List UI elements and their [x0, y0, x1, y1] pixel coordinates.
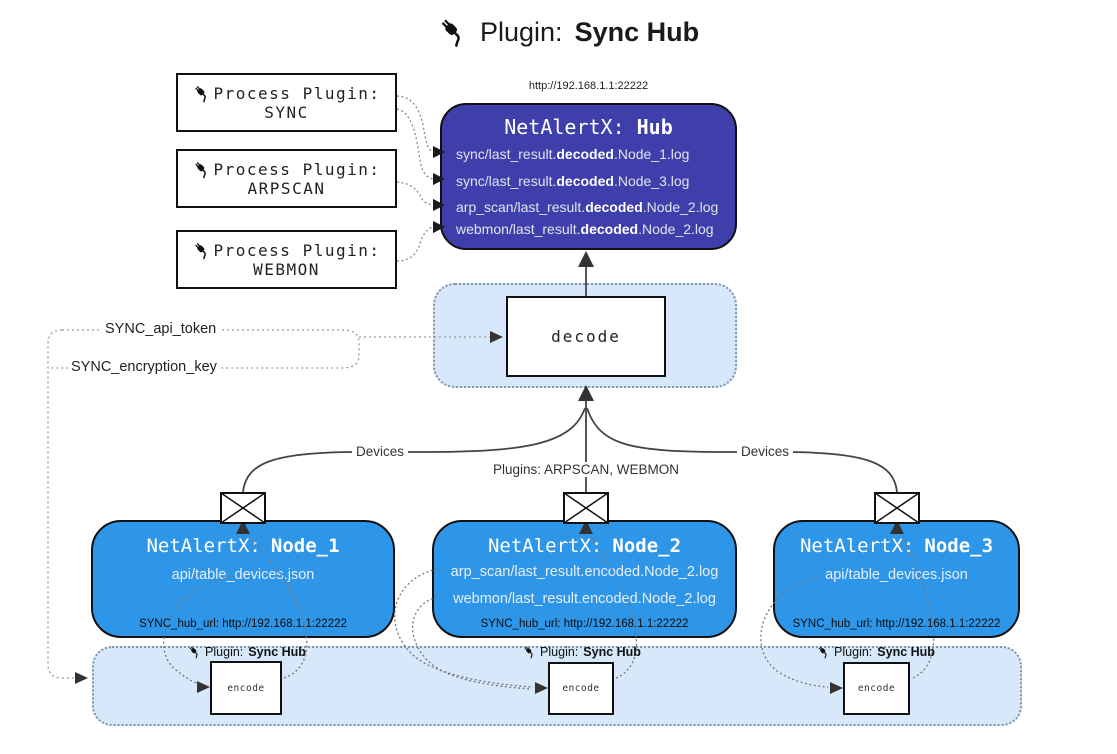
encode-plugin-label: Plugin:Sync Hub [188, 645, 306, 659]
edge-label-devices-left: Devices [351, 444, 409, 459]
token-label-key: SYNC_encryption_key [68, 359, 220, 375]
plugin-to-hub-edges [396, 95, 434, 262]
encode-plugin-label: Plugin:Sync Hub [523, 645, 641, 659]
node-file: arp_scan/last_result.encoded.Node_2.log [450, 564, 719, 580]
process-plugin-name: WEBMON [253, 259, 320, 279]
hub-log-line: arp_scan/last_result.decoded.Node_2.log [456, 199, 719, 215]
node-hub-url: SYNC_hub_url: http://192.168.1.1:22222 [792, 618, 1001, 630]
plug-icon [194, 161, 206, 178]
plug-icon [441, 19, 460, 47]
node-hub-url: SYNC_hub_url: http://192.168.1.1:22222 [480, 618, 689, 630]
process-plugin-box-arpscan: Process Plugin: ARPSCAN [176, 149, 397, 208]
encode-box: encode [548, 662, 614, 715]
plug-icon [818, 646, 827, 659]
envelope-icon [874, 492, 920, 524]
hub-title: NetAlertX:Hub [504, 115, 673, 139]
node-title: NetAlertX:Node_2 [487, 535, 682, 557]
process-plugin-name: SYNC [264, 102, 309, 122]
node-box-node-1: NetAlertX:Node_1 api/table_devices.json … [91, 520, 395, 638]
node-title: NetAlertX:Node_1 [146, 535, 340, 557]
plug-icon [194, 242, 206, 259]
plug-icon [189, 646, 198, 659]
node-file: api/table_devices.json [171, 567, 315, 583]
plug-icon [524, 646, 533, 659]
token-label-api: SYNC_api_token [102, 321, 220, 337]
hub-box: NetAlertX:Hub sync/last_result.decoded.N… [440, 103, 737, 250]
node-title: NetAlertX:Node_3 [799, 535, 994, 557]
process-plugin-label: Process Plugin: [213, 159, 381, 179]
encode-plugin-label: Plugin:Sync Hub [817, 645, 935, 659]
edge-label-devices-right: Devices [736, 444, 794, 459]
process-plugin-box-webmon: Process Plugin: WEBMON [176, 230, 397, 289]
title-name: Sync Hub [574, 16, 700, 47]
hub-log-line: sync/last_result.decoded.Node_1.log [456, 146, 690, 162]
hub-log-line: sync/last_result.decoded.Node_3.log [456, 173, 690, 189]
title-prefix: Plugin: [480, 16, 563, 47]
node-file: webmon/last_result.encoded.Node_2.log [453, 591, 716, 607]
process-plugin-label: Process Plugin: [213, 83, 381, 103]
node-box-node-2: NetAlertX:Node_2 arp_scan/last_result.en… [432, 520, 737, 638]
decode-box: decode [506, 296, 666, 377]
envelope-icon [220, 492, 266, 524]
node-hub-url: SYNC_hub_url: http://192.168.1.1:22222 [139, 618, 347, 630]
node-box-node-3: NetAlertX:Node_3 api/table_devices.json … [773, 520, 1020, 638]
process-plugin-box-sync: Process Plugin: SYNC [176, 73, 397, 132]
node-file: api/table_devices.json [825, 567, 968, 583]
edge-label-plugins: Plugins: ARPSCAN, WEBMON [488, 462, 684, 477]
page-title: Plugin: Sync Hub [438, 16, 699, 48]
plug-icon [194, 85, 206, 102]
hub-log-line: webmon/last_result.decoded.Node_2.log [456, 221, 714, 237]
encode-box: encode [843, 662, 910, 715]
hub-url-label: http://192.168.1.1:22222 [528, 80, 649, 92]
encode-box: encode [210, 661, 282, 715]
process-plugin-label: Process Plugin: [213, 240, 381, 260]
process-plugin-name: ARPSCAN [247, 178, 326, 198]
envelope-icon [563, 492, 609, 524]
